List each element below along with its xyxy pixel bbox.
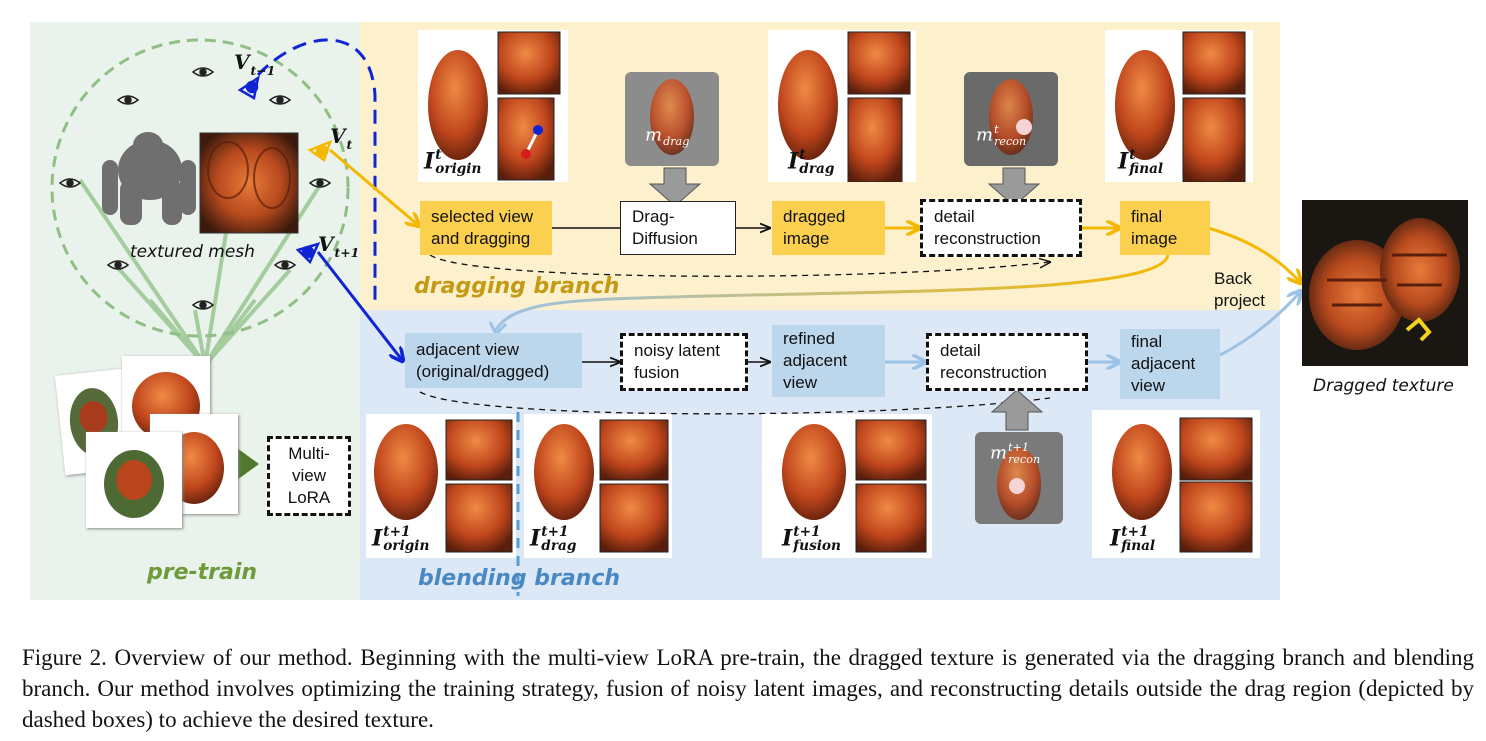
textured-mesh-shape bbox=[102, 132, 196, 225]
drag-diffusion-box: Drag- Diffusion bbox=[620, 201, 736, 255]
dragging-branch-label: dragging branch bbox=[414, 274, 620, 299]
final-adjacent-to-texture-arrow bbox=[1219, 292, 1300, 357]
mask-recon-t-panel bbox=[964, 72, 1058, 166]
mask-drag-arrow bbox=[648, 167, 702, 207]
textured-mesh-label: textured mesh bbox=[130, 242, 255, 262]
refined-adjacent-view-box: refined adjacent view bbox=[772, 325, 885, 397]
v-t-minus-1-label: V t−1 bbox=[234, 50, 276, 78]
vt-minus-1-connector bbox=[256, 38, 377, 300]
final-adjacent-view-box: final adjacent view bbox=[1120, 329, 1220, 399]
dragged-image-box: dragged image bbox=[772, 201, 885, 255]
pretrain-label: pre-train bbox=[147, 560, 258, 585]
drag-t1-panel bbox=[524, 414, 672, 558]
v-t-label: V t bbox=[330, 124, 353, 152]
final-t-panel bbox=[1105, 30, 1253, 183]
camera-vt-icon bbox=[307, 139, 333, 163]
drag-t-panel bbox=[768, 30, 916, 183]
dragged-texture-label: Dragged texture bbox=[1313, 376, 1454, 396]
selected-view-box: selected view and dragging bbox=[420, 201, 552, 255]
origin-t-panel bbox=[418, 30, 568, 182]
blending-skip-connection bbox=[419, 391, 1051, 415]
vt-connector bbox=[329, 148, 418, 225]
fusion-t1-panel bbox=[762, 414, 932, 558]
mask-recon-t1-panel bbox=[975, 432, 1063, 524]
dragged-texture-image bbox=[1302, 200, 1468, 366]
figure-caption: Figure 2. Overview of our method. Beginn… bbox=[22, 645, 1474, 732]
mask-recon-t-arrow bbox=[987, 167, 1041, 207]
final-t1-panel bbox=[1092, 410, 1260, 558]
mask-recon-t1-arrow bbox=[990, 389, 1044, 431]
origin-t1-panel bbox=[366, 414, 516, 558]
back-to-blending-arrow bbox=[494, 254, 1170, 331]
texture-atlas-thumbnail bbox=[199, 132, 299, 234]
m-drag-label: m drag bbox=[645, 124, 690, 148]
camera-vt-plus-1-icon bbox=[295, 242, 321, 265]
detail-reconstruction-t-box: detail reconstruction bbox=[920, 199, 1082, 257]
camera-vt-minus-1-icon bbox=[237, 75, 260, 100]
pretrain-photo-4 bbox=[86, 432, 182, 528]
detail-reconstruction-t1-box: detail reconstruction bbox=[926, 333, 1088, 391]
final-image-box: final image bbox=[1120, 201, 1210, 255]
v-t-plus-1-label: V t+1 bbox=[318, 232, 360, 260]
mask-drag-panel bbox=[625, 72, 719, 166]
vt-plus-1-connector bbox=[316, 251, 402, 360]
back-project-label: Back project bbox=[1214, 269, 1266, 310]
camera-orbit bbox=[50, 38, 350, 338]
multi-view-lora-box: Multi- view LoRA bbox=[267, 436, 351, 516]
adjacent-view-box: adjacent view (original/dragged) bbox=[405, 333, 582, 388]
final-to-texture-arrow bbox=[1207, 226, 1300, 282]
noisy-latent-fusion-box: noisy latent fusion bbox=[620, 333, 748, 391]
eye-icons bbox=[58, 67, 332, 310]
blending-branch-label: blending branch bbox=[418, 566, 621, 591]
